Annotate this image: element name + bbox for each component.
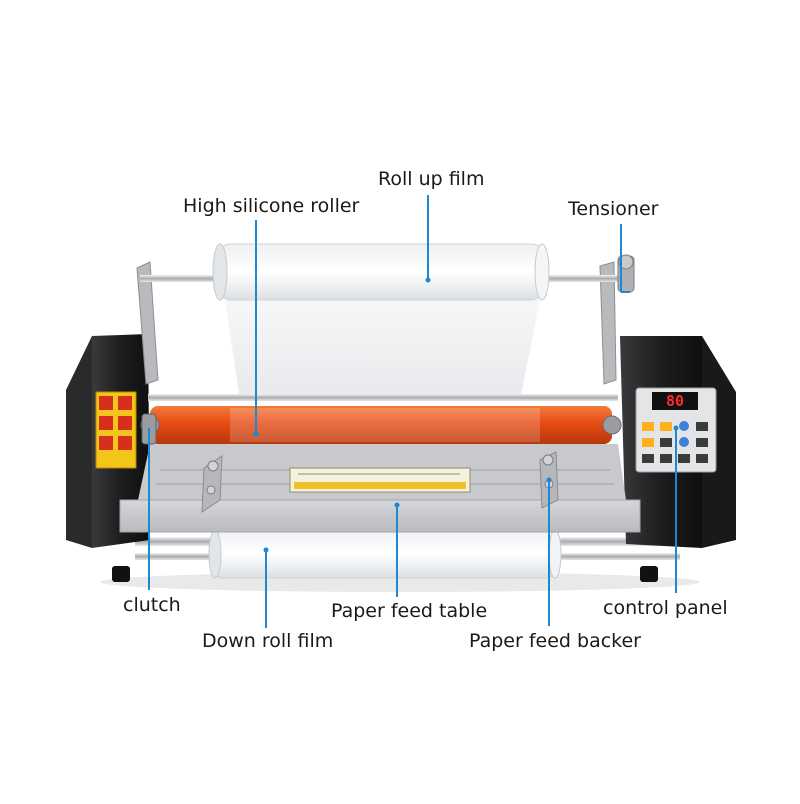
- middle-rod: [148, 394, 618, 401]
- panel-button[interactable]: [678, 454, 690, 463]
- panel-button[interactable]: [660, 454, 672, 463]
- panel-button[interactable]: [660, 422, 672, 431]
- label-clutch: clutch: [123, 594, 181, 616]
- label-down-roll-film: Down roll film: [202, 630, 334, 652]
- label-control-panel: control panel: [603, 597, 728, 619]
- left-housing: [66, 334, 150, 582]
- panel-button[interactable]: [696, 422, 708, 431]
- label-high-silicone-roller: High silicone roller: [183, 195, 360, 217]
- panel-button[interactable]: [679, 421, 689, 431]
- temperature-display: [652, 392, 698, 410]
- panel-button[interactable]: [696, 454, 708, 463]
- down-roll-film: [208, 529, 562, 579]
- panel-button[interactable]: [642, 422, 654, 431]
- panel-button[interactable]: [642, 438, 654, 447]
- label-roll-up-film: Roll up film: [378, 168, 485, 190]
- leader-lines: [148, 195, 679, 628]
- panel-button[interactable]: [660, 438, 672, 447]
- label-paper-feed-backer: Paper feed backer: [469, 630, 641, 652]
- label-paper-feed-table: Paper feed table: [331, 600, 488, 622]
- panel-button[interactable]: [642, 454, 654, 463]
- label-tensioner: Tensioner: [568, 198, 659, 220]
- roll-up-film: [212, 243, 550, 400]
- display-value: 80: [666, 392, 684, 410]
- panel-button[interactable]: [679, 437, 689, 447]
- silicone-roller: [140, 406, 622, 444]
- paper-feed-backer-left[interactable]: [201, 455, 223, 513]
- panel-button[interactable]: [696, 438, 708, 447]
